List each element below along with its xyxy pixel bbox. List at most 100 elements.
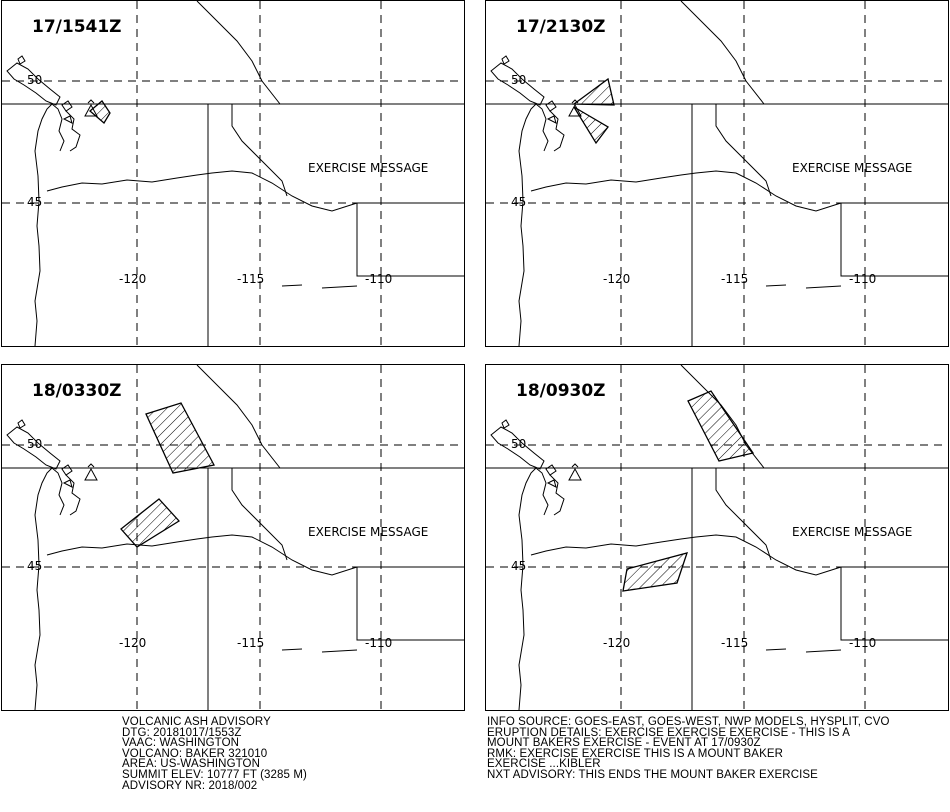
advisory-header-block: VOLCANIC ASH ADVISORY DTG: 20181017/1553… [122,716,307,792]
basemap-lines [2,1,464,346]
state-border [281,284,358,289]
lon-label-115: -115 [721,636,749,650]
lat-label-50: 50 [27,73,43,87]
puget-sound [51,103,81,152]
basemap [2,365,464,710]
lon-label-120: -120 [119,272,147,286]
puget-sound [51,467,81,516]
basemap [486,365,948,710]
advisory-line: AREA: US-WASHINGTON [122,758,260,771]
advisory-line: INFO SOURCE: GOES-EAST, GOES-WEST, NWP M… [487,716,890,728]
lon-label-110: -110 [365,272,393,286]
ash-cloud-polygon [120,498,181,548]
lon-label-120: -120 [603,272,631,286]
basemap-lines [486,365,948,710]
vancouver-island [6,62,61,106]
panel-valid-time: 17/1541Z [32,17,122,37]
vancouver-island [6,426,61,470]
san-juan-islands [17,419,73,488]
canada-border-line [680,1,765,105]
basemap [2,1,464,346]
pacific-coastline [518,103,537,346]
volcano-symbol [568,463,582,481]
state-border [840,567,948,641]
advisory-line: ADVISORY NR: 2018/002 [122,779,258,792]
advisory-line: SUMMIT ELEV: 10777 FT (3285 M) [122,768,307,781]
pacific-coastline [518,467,537,710]
lat-label-50: 50 [27,437,43,451]
state-border [356,567,464,641]
columbia-river-border [46,534,358,576]
panel-valid-time: 17/2130Z [516,17,606,37]
puget-sound [535,467,565,516]
advisory-line: MOUNT BAKERS EXERCISE - EVENT AT 17/0930… [487,737,761,750]
ash-cloud-polygon [622,552,688,592]
exercise-message: EXERCISE MESSAGE [792,525,913,539]
basemap [486,1,948,346]
advisory-line: ERUPTION DETAILS: EXERCISE EXERCISE EXER… [487,726,851,739]
advisory-line: NXT ADVISORY: THIS ENDS THE MOUNT BAKER … [487,768,818,781]
exercise-message: EXERCISE MESSAGE [792,161,913,175]
map-panel-3: 18/0330Z EXERCISE MESSAGE 50 45 -120 -11… [1,364,465,711]
ash-cloud-polygon [573,106,609,145]
columbia-river-border [530,170,842,212]
columbia-river-border [530,534,842,576]
lat-label-45: 45 [511,559,527,573]
lat-label-45: 45 [511,195,527,209]
lat-label-50: 50 [511,437,527,451]
state-border [281,648,358,653]
lon-label-115: -115 [237,636,265,650]
lon-label-110: -110 [365,636,393,650]
idaho-border [715,104,772,197]
advisory-line: RMK: EXERCISE EXERCISE THIS IS A MOUNT B… [487,747,784,760]
map-panel-4: 18/0930Z EXERCISE MESSAGE 50 45 -120 -11… [485,364,949,711]
vancouver-island [490,62,545,106]
advisory-line: EXERCISE ...KIBLER [487,758,601,771]
lat-label-45: 45 [27,195,43,209]
volcano-triangle [568,463,582,481]
ash-cloud-polygon [145,402,215,474]
lon-label-120: -120 [119,636,147,650]
ash-cloud-polygon [687,390,755,462]
lat-label-45: 45 [27,559,43,573]
lat-lon-grid [486,1,948,346]
advisory-line: VOLCANIC ASH ADVISORY [122,716,271,728]
pacific-coastline [34,103,53,346]
state-border [356,203,464,277]
canada-border-line [196,1,281,105]
pacific-coastline [34,467,53,710]
lon-label-110: -110 [849,272,877,286]
panel-valid-time: 18/0330Z [32,381,122,401]
columbia-river-border [46,170,358,212]
san-juan-islands [501,419,557,488]
advisory-line: VAAC: WASHINGTON [122,737,240,750]
volcano-symbol [84,463,98,481]
exercise-message: EXERCISE MESSAGE [308,161,429,175]
state-border [765,648,842,653]
map-panel-2: 17/2130Z EXERCISE MESSAGE 50 45 -120 -11… [485,0,949,347]
basemap-lines [486,1,948,346]
basemap-lines [2,365,464,710]
advisory-details-block: INFO SOURCE: GOES-EAST, GOES-WEST, NWP M… [487,716,890,781]
idaho-border [231,468,288,561]
lon-label-110: -110 [849,636,877,650]
puget-sound [535,103,565,152]
vancouver-island [490,426,545,470]
canada-border-line [196,365,281,469]
lat-label-50: 50 [511,73,527,87]
lon-label-120: -120 [603,636,631,650]
exercise-message: EXERCISE MESSAGE [308,525,429,539]
state-border [765,284,842,289]
map-panel-1: 17/1541Z EXERCISE MESSAGE 50 45 -120 -11… [1,0,465,347]
lat-lon-grid [2,1,464,346]
state-border [840,203,948,277]
idaho-border [715,468,772,561]
ash-cloud-polygon [88,100,111,124]
volcano-triangle [84,463,98,481]
san-juan-islands [501,55,557,124]
panel-valid-time: 18/0930Z [516,381,606,401]
san-juan-islands [17,55,73,124]
idaho-border [231,104,288,197]
ash-cloud-polygon [572,77,615,106]
advisory-line: VOLCANO: BAKER 321010 [122,747,268,760]
